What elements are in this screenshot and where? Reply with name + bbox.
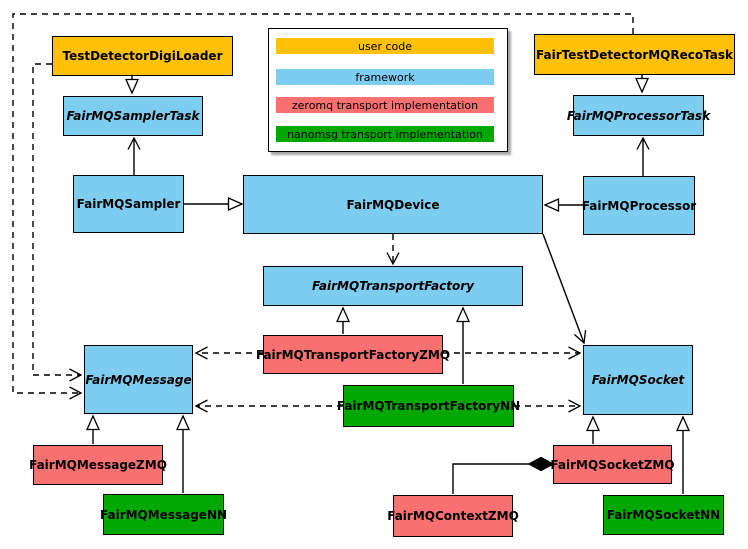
node-fairmqsocketzmq: FairMQSocketZMQ [550, 445, 675, 484]
node-fairtestdetectormqrecotask: FairTestDetectorMQRecoTask [534, 34, 735, 75]
edge-dependency-recotask-message [12, 13, 634, 400]
node-label: FairMQTransportFactoryNN [336, 399, 521, 413]
edge-dependency-digiloader-message [32, 63, 83, 382]
node-label: FairMQContextZMQ [387, 509, 519, 523]
node-fairmqprocessor: FairMQProcessor [581, 176, 697, 235]
node-fairmqsamplertask: FairMQSamplerTask [63, 96, 203, 136]
node-fairmqmessagenn: FairMQMessageNN [99, 494, 228, 535]
node-fairmqsocketnn: FairMQSocketNN [603, 495, 724, 535]
node-fairmqmessagezmq: FairMQMessageZMQ [29, 445, 167, 485]
node-label: FairMQMessage [85, 372, 192, 387]
node-fairmqsocket: FairMQSocket [583, 345, 693, 415]
edge-association-device-socket [542, 233, 587, 345]
legend-label: zeromq transport implementation [291, 98, 479, 112]
node-fairmqtransportfactorynn: FairMQTransportFactoryNN [337, 385, 520, 427]
node-label: FairMQSocketZMQ [550, 457, 675, 472]
node-label: FairMQMessageZMQ [29, 458, 167, 472]
node-fairmqtransportfactory: FairMQTransportFactory [263, 266, 523, 306]
node-label: FairMQTransportFactory [312, 279, 474, 293]
node-label: FairMQSocketNN [606, 508, 721, 522]
node-label: FairMQProcessorTask [566, 108, 711, 123]
legend-item-nanomsg: nanomsg transport implementation [276, 126, 494, 142]
node-label: FairMQMessageNN [99, 507, 228, 522]
node-fairmqprocessortask: FairMQProcessorTask [567, 95, 710, 136]
node-fairmqsampler: FairMQSampler [73, 175, 184, 233]
node-label: FairMQSocket [591, 373, 685, 387]
legend-item-framework: framework [276, 69, 494, 85]
node-label: FairTestDetectorMQRecoTask [536, 47, 733, 62]
node-label: TestDetectorDigiLoader [62, 49, 223, 63]
edge-composition-contextzmq-socketzmq [452, 463, 529, 494]
composition-diamond [527, 456, 555, 472]
node-fairmqdevice: FairMQDevice [243, 175, 543, 234]
node-label: FairMQDevice [346, 197, 440, 212]
node-label: FairMQTransportFactoryZMQ [255, 347, 451, 362]
node-fairmqtransportfactoryzmq: FairMQTransportFactoryZMQ [256, 335, 450, 374]
node-label: FairMQProcessor [581, 198, 697, 213]
legend-label: framework [355, 70, 415, 84]
node-fairmqcontextzmq: FairMQContextZMQ [387, 495, 519, 537]
legend-label: nanomsg transport implementation [287, 127, 483, 141]
legend-item-user-code: user code [276, 38, 494, 54]
legend-box: user code framework zeromq transport imp… [268, 28, 508, 152]
node-testdetectordigiloader: TestDetectorDigiLoader [52, 36, 233, 76]
legend-item-zeromq: zeromq transport implementation [276, 97, 494, 113]
node-label: FairMQSamplerTask [66, 109, 200, 123]
legend-label: user code [357, 39, 413, 53]
node-fairmqmessage: FairMQMessage [84, 345, 193, 414]
node-label: FairMQSampler [76, 197, 181, 211]
